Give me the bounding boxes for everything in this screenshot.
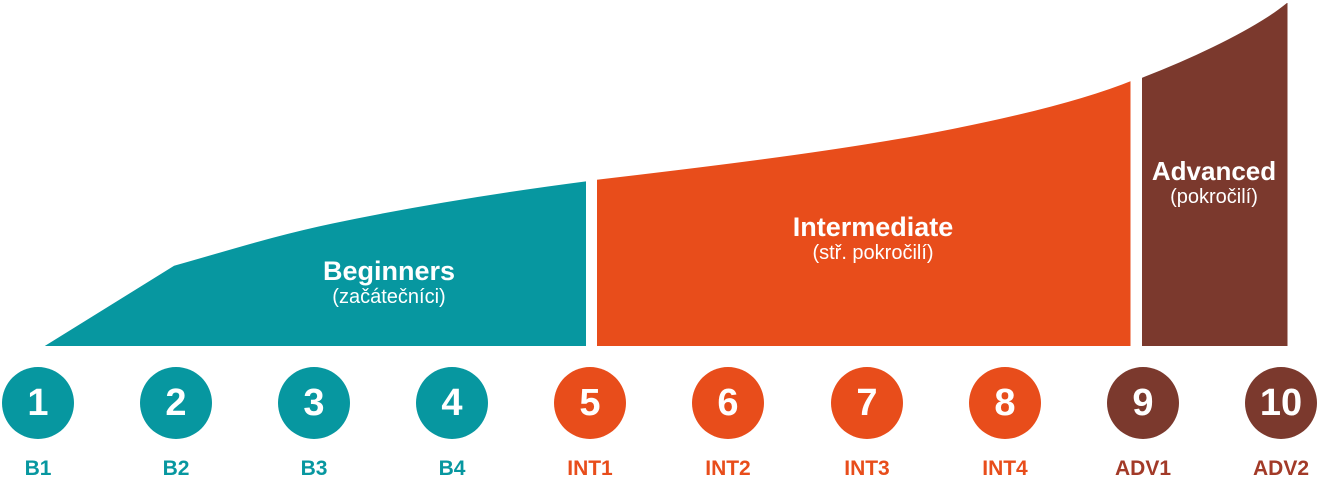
level-number-3: 3 (303, 381, 325, 424)
level-code-adv1: ADV1 (1114, 457, 1172, 480)
level-circle-3: 3 (278, 367, 350, 439)
advanced-subtitle: (pokročilí) (1170, 186, 1258, 208)
level-code-b2: B2 (162, 457, 190, 480)
level-number-4: 4 (441, 381, 463, 424)
advanced-section-label: Advanced (pokročilí) (1152, 157, 1276, 209)
level-number-10: 10 (1259, 381, 1303, 424)
level-code-int4: INT4 (982, 457, 1028, 480)
intermediate-subtitle: (stř. pokročilí) (812, 242, 934, 264)
level-circle-9: 9 (1107, 367, 1179, 439)
level-circle-8: 8 (969, 367, 1041, 439)
level-code-int2: INT2 (705, 457, 751, 480)
advanced-area (1137, 0, 1293, 351)
level-circle-4: 4 (416, 367, 488, 439)
beginners-subtitle: (začátečníci) (332, 286, 446, 308)
level-code-int3: INT3 (844, 457, 890, 480)
intermediate-section-label: Intermediate (stř. pokročilí) (793, 213, 954, 265)
level-number-1: 1 (27, 381, 49, 424)
level-number-7: 7 (856, 381, 878, 424)
level-circle-7: 7 (831, 367, 903, 439)
level-circle-5: 5 (554, 367, 626, 439)
level-code-adv2: ADV2 (1252, 457, 1310, 480)
level-circle-1: 1 (2, 367, 74, 439)
intermediate-area (592, 75, 1136, 351)
level-code-int1: INT1 (567, 457, 613, 480)
level-code-b3: B3 (300, 457, 328, 480)
level-circle-2: 2 (140, 367, 212, 439)
beginners-section-label: Beginners (začátečníci) (323, 257, 455, 309)
beginners-title: Beginners (322, 256, 456, 286)
level-code-b1: B1 (24, 457, 52, 480)
level-number-5: 5 (579, 381, 601, 424)
level-number-9: 9 (1132, 381, 1154, 424)
level-code-b4: B4 (438, 457, 466, 480)
level-number-2: 2 (165, 381, 187, 424)
level-circle-6: 6 (692, 367, 764, 439)
level-circle-10: 10 (1245, 367, 1317, 439)
beginners-area (33, 176, 591, 351)
level-number-6: 6 (717, 381, 739, 424)
level-number-8: 8 (994, 381, 1016, 424)
intermediate-title: Intermediate (792, 212, 954, 242)
advanced-title: Advanced (1151, 156, 1277, 186)
